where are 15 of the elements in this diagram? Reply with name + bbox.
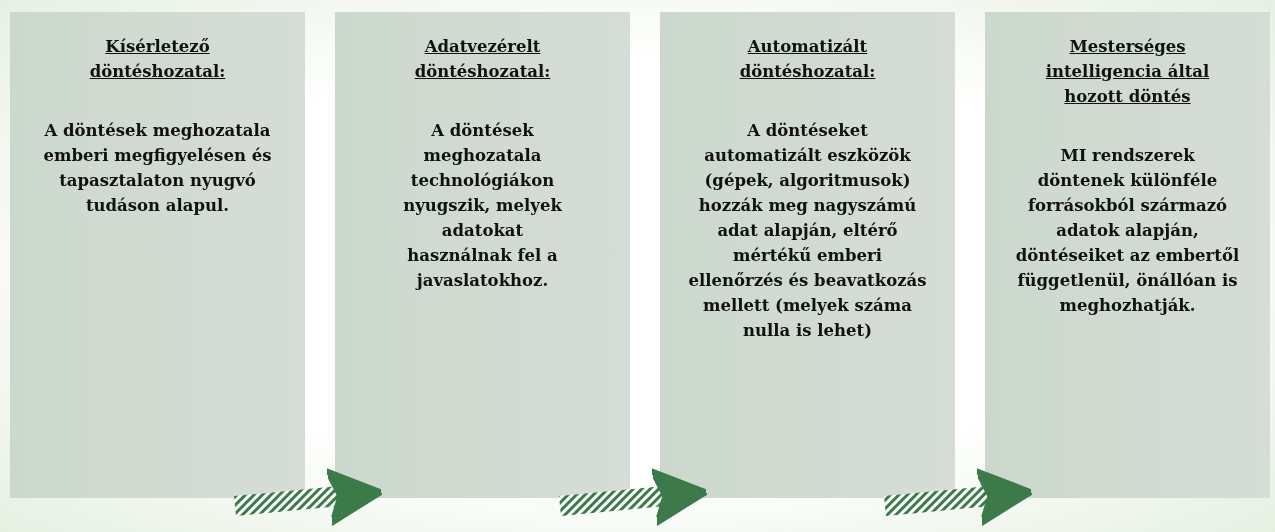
hatched-arrow bbox=[884, 468, 1034, 526]
step-description: A döntéseket automatizált eszközök (gépek, algoritmusok) hozzák meg nagyszámú adat alapján, eltérő mértékű emberi ellenőrzés és beavatkozás mellett (melyek száma nulla is lehet) bbox=[687, 120, 928, 342]
step-heading: Mesterséges intelligencia által hozott döntés bbox=[1044, 36, 1211, 108]
hatched-arrow bbox=[234, 468, 384, 526]
step-description: A döntések meghozatala technológiákon nyugszik, melyek adatokat használnak fel a javaslatokhoz. bbox=[402, 120, 564, 292]
step-heading: Kísérletező döntéshozatal: bbox=[88, 36, 227, 83]
step-panel bbox=[660, 12, 955, 498]
step-heading: Automatizált döntéshozatal: bbox=[738, 36, 877, 83]
step-panel bbox=[985, 12, 1270, 498]
hatched-arrow bbox=[559, 468, 709, 526]
step-panel bbox=[10, 12, 305, 498]
step-heading: Adatvezérelt döntéshozatal: bbox=[413, 36, 552, 83]
step-description: MI rendszerek döntenek különféle forrásokból származó adatok alapján, döntéseiket az embertől függetlenül, önállóan is meghozhatják. bbox=[1015, 145, 1240, 317]
step-description: A döntések meghozatala emberi megfigyelésen és tapasztalaton nyugvó tudáson alapul. bbox=[42, 120, 273, 217]
step-panel bbox=[335, 12, 630, 498]
